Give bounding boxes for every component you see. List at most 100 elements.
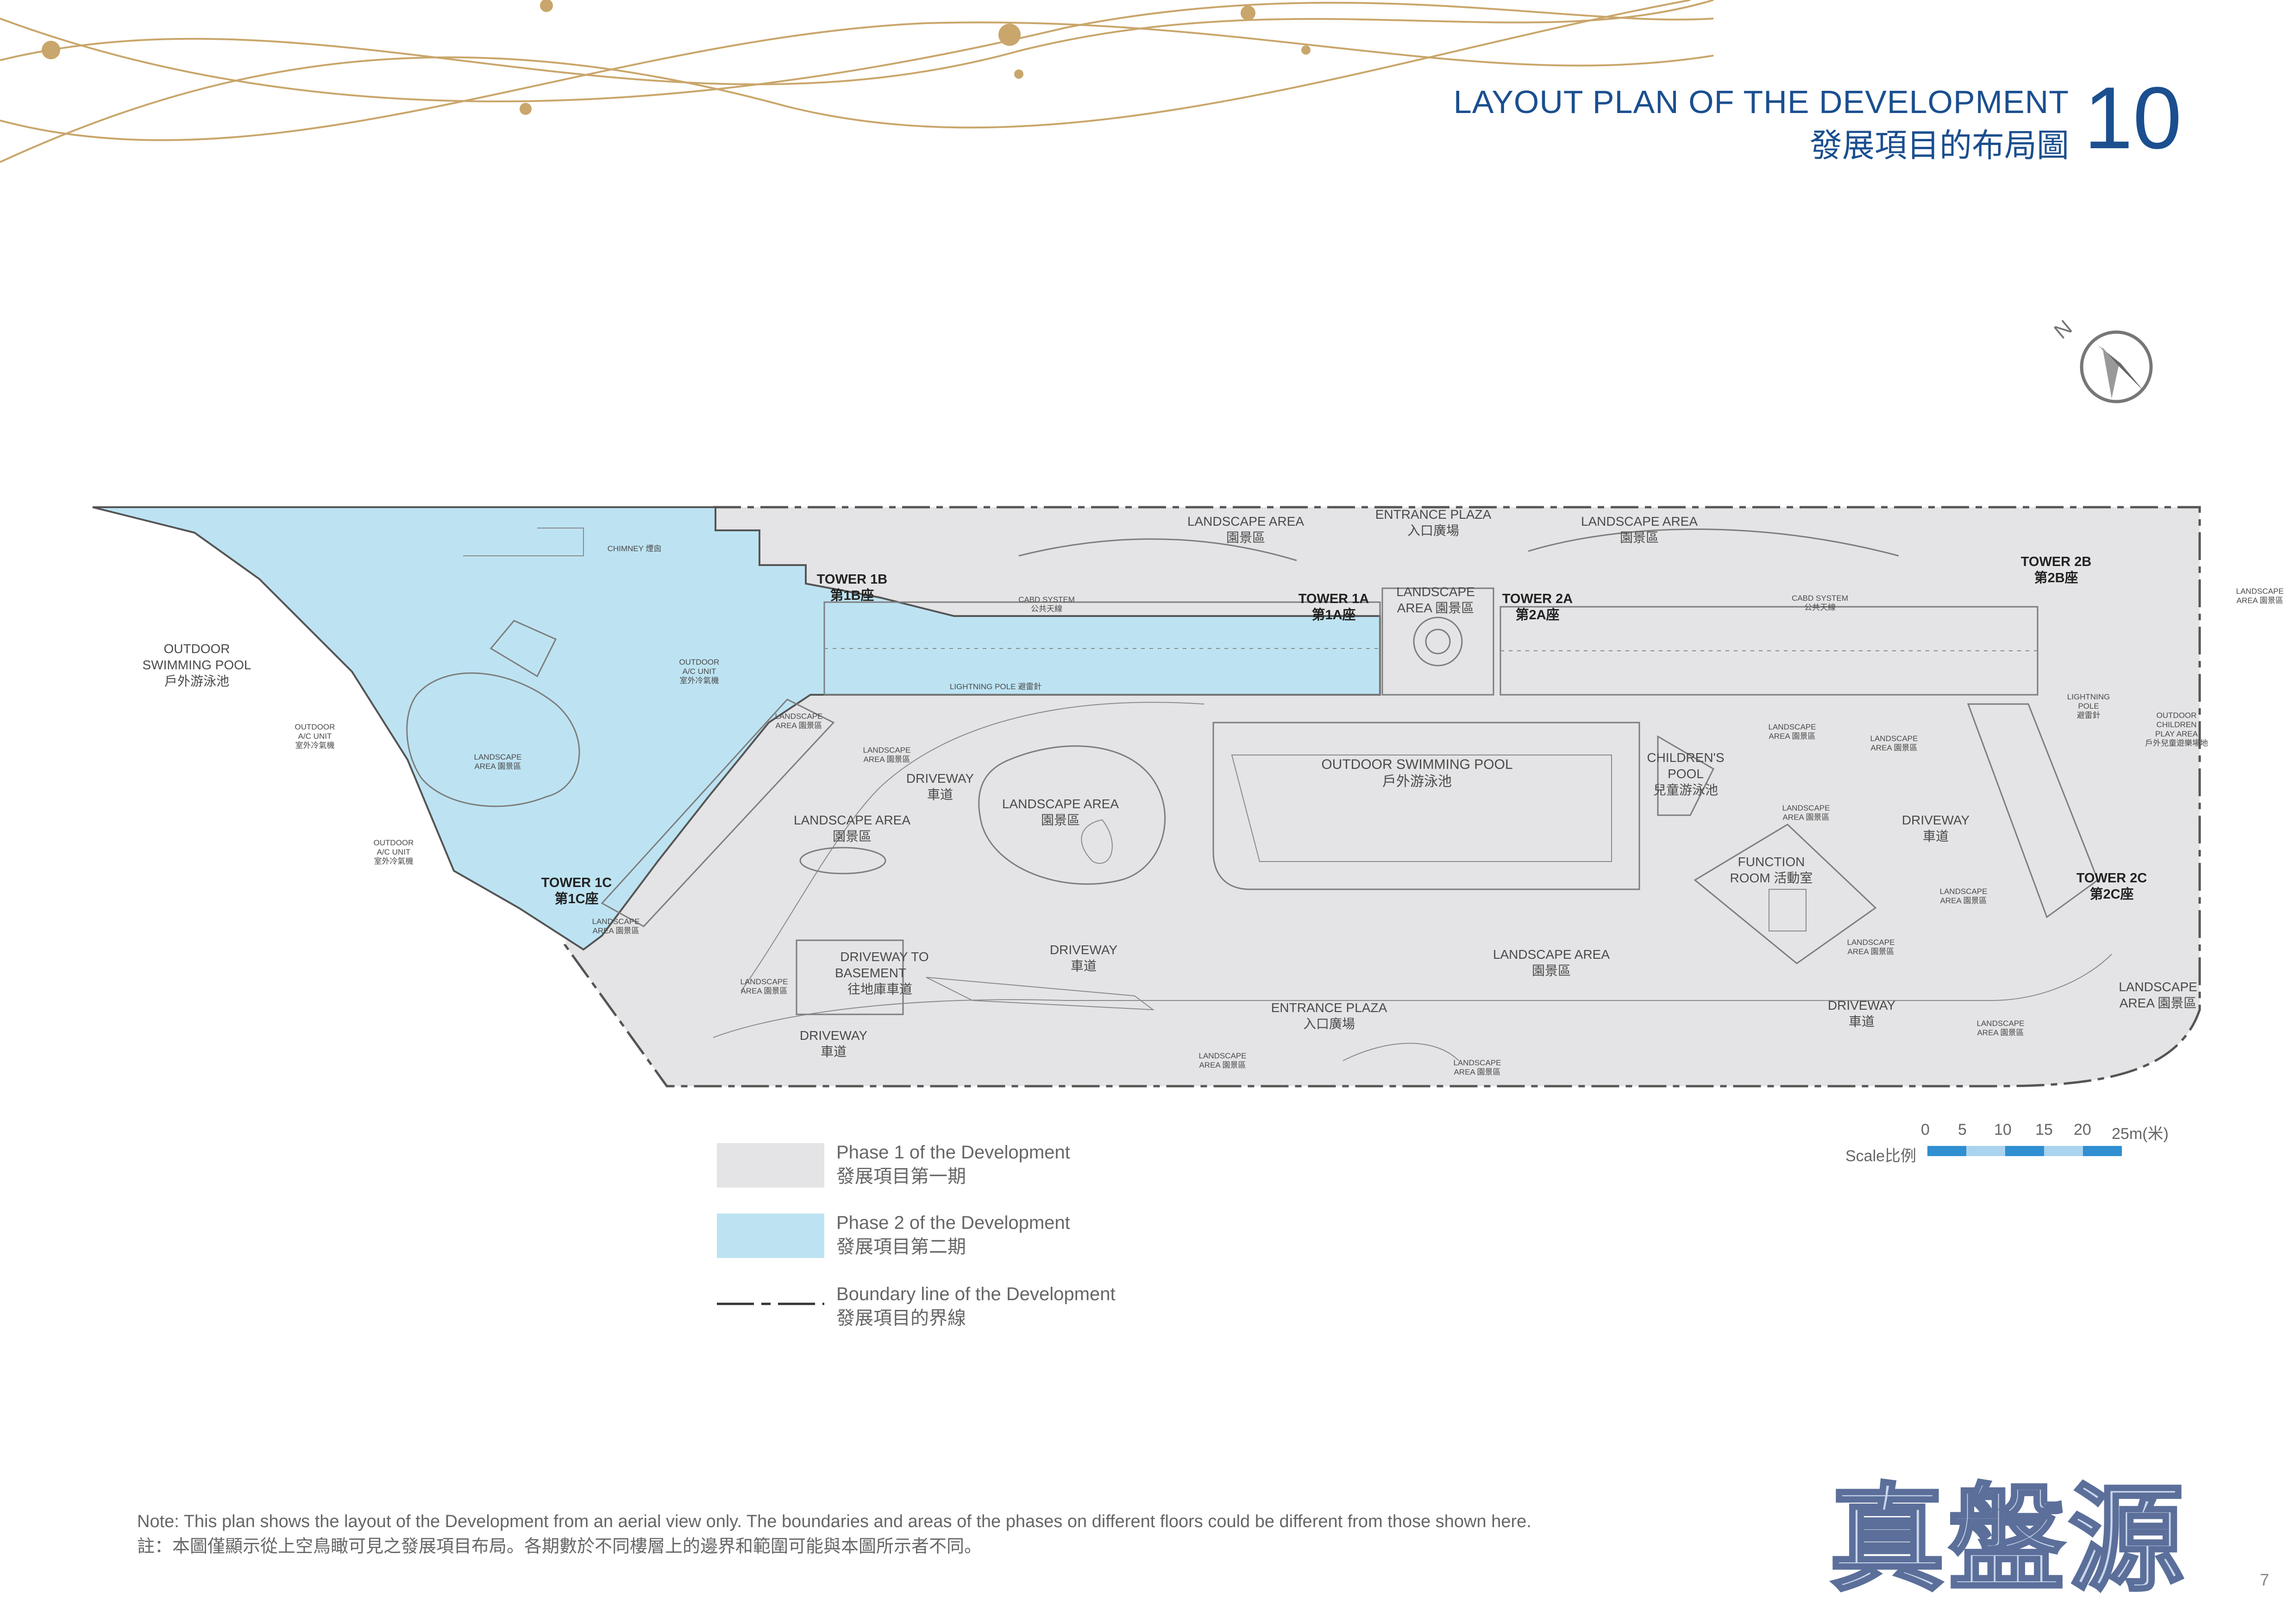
svg-text:車道: 車道 — [1849, 1014, 1875, 1029]
label-outdoor-ac-2: OUTDOOR — [374, 838, 414, 847]
legend-boundary-line-icon — [717, 1302, 824, 1305]
svg-text:AREA 園景區: AREA 園景區 — [1454, 1068, 1500, 1076]
label-tower-2c: TOWER 2C — [2076, 871, 2147, 886]
svg-text:AREA 園景區: AREA 園景區 — [775, 721, 822, 730]
scale-label: Scale比例 — [1845, 1147, 1917, 1165]
svg-text:N: N — [2049, 315, 2076, 343]
svg-text:AREA 園景區: AREA 園景區 — [1940, 896, 1987, 905]
legend-swatch-phase1 — [717, 1143, 824, 1188]
label-landscape-small-13: LANDSCAPE — [1977, 1019, 2025, 1028]
page-corner-number: 7 — [2260, 1570, 2270, 1589]
label-landscape-top-right: LANDSCAPE AREA — [1581, 514, 1698, 528]
label-children-play: OUTDOOR — [2157, 711, 2197, 720]
svg-text:POLE: POLE — [2078, 702, 2099, 711]
label-lightning-pole: LIGHTNING POLE 避雷針 — [950, 682, 1041, 691]
label-landscape-small-4: LANDSCAPE — [592, 917, 640, 926]
svg-text:PLAY AREA: PLAY AREA — [2155, 730, 2198, 738]
label-entrance-plaza-top: ENTRANCE PLAZA — [1375, 507, 1492, 522]
svg-text:戶外游泳池: 戶外游泳池 — [1382, 774, 1452, 789]
svg-text:A/C UNIT: A/C UNIT — [683, 667, 716, 676]
label-function-room: FUNCTION — [1738, 855, 1805, 869]
north-arrow-icon: N — [2049, 315, 2153, 403]
svg-text:SWIMMING POOL: SWIMMING POOL — [143, 658, 251, 672]
label-landscape-lower: LANDSCAPE AREA — [1493, 947, 1610, 962]
svg-text:公共天線: 公共天線 — [1804, 603, 1836, 612]
label-landscape-small-11: LANDSCAPE — [1940, 887, 1988, 896]
label-outdoor-ac-1: OUTDOOR — [295, 723, 335, 731]
svg-text:第1C座: 第1C座 — [554, 891, 598, 906]
label-landscape-mid: LANDSCAPE AREA — [1002, 797, 1119, 811]
label-tower-1b: TOWER 1B — [817, 572, 888, 587]
label-landscape-small-5: LANDSCAPE — [740, 977, 788, 986]
decorative-dots — [42, 0, 1311, 115]
footnote: Note: This plan shows the layout of the … — [137, 1512, 1531, 1556]
label-childrens-pool: CHILDREN'S — [1647, 750, 1724, 765]
label-cabd-1: CABD SYSTEM — [1018, 595, 1075, 604]
watermark-stamp: 真盤源 — [1828, 1471, 2188, 1608]
svg-text:車道: 車道 — [821, 1044, 847, 1059]
svg-text:往地庫車道: 往地庫車道 — [847, 982, 912, 996]
svg-text:AREA 園景區: AREA 園景區 — [1199, 1061, 1246, 1069]
label-lightning-pole-2: LIGHTNING — [2067, 692, 2110, 701]
svg-text:入口廣場: 入口廣場 — [1303, 1017, 1355, 1031]
svg-text:BASEMENT: BASEMENT — [835, 966, 906, 980]
label-landscape-small-1: LANDSCAPE — [474, 753, 522, 761]
svg-text:ROOM 活動室: ROOM 活動室 — [1730, 871, 1813, 885]
label-landscape-center: LANDSCAPE — [1396, 585, 1475, 599]
page-title-en: LAYOUT PLAN OF THE DEVELOPMENT — [1453, 84, 2069, 120]
svg-text:POOL: POOL — [1668, 767, 1704, 781]
svg-text:AREA 園景區: AREA 園景區 — [1769, 732, 1815, 741]
label-landscape-small-12: LANDSCAPE — [1847, 938, 1895, 947]
svg-text:避雷針: 避雷針 — [2077, 711, 2101, 720]
label-landscape-small-8: LANDSCAPE — [1769, 723, 1816, 731]
page-title-zh: 發展項目的布局圖 — [1810, 126, 2069, 164]
svg-text:AREA 園景區: AREA 園景區 — [2120, 996, 2196, 1010]
legend-swatch-phase2 — [717, 1214, 824, 1258]
label-driveway-3: DRIVEWAY — [1050, 943, 1118, 957]
svg-text:戶外兒童遊樂場地: 戶外兒童遊樂場地 — [2145, 739, 2208, 748]
label-outdoor-pool-left: OUTDOOR — [163, 642, 230, 656]
label-chimney: CHIMNEY 煙囪 — [608, 544, 662, 553]
label-driveway-5: DRIVEWAY — [800, 1028, 868, 1043]
label-driveway-2: DRIVEWAY — [1902, 813, 1970, 827]
svg-text:車道: 車道 — [1923, 829, 1949, 843]
label-outdoor-ac-3: OUTDOOR — [679, 658, 720, 667]
label-landscape-small-10: LANDSCAPE — [1782, 804, 1830, 812]
label-driveway-4: DRIVEWAY — [1828, 998, 1896, 1013]
decorative-wave — [0, 0, 1714, 163]
svg-text:車道: 車道 — [927, 787, 953, 802]
svg-text:CHILDREN: CHILDREN — [2157, 720, 2197, 729]
site-structures — [406, 528, 2112, 1061]
label-entrance-plaza-bottom: ENTRANCE PLAZA — [1271, 1000, 1387, 1015]
svg-text:AREA 園景區: AREA 園景區 — [863, 755, 910, 764]
scale-ruler — [1927, 1146, 2122, 1156]
svg-text:AREA 園景區: AREA 園景區 — [592, 926, 639, 935]
svg-text:第2C座: 第2C座 — [2089, 886, 2133, 902]
label-landscape-left: LANDSCAPE AREA — [794, 813, 910, 827]
svg-text:園景區: 園景區 — [1532, 963, 1571, 978]
svg-text:AREA 園景區: AREA 園景區 — [1397, 601, 1474, 615]
label-tower-2b: TOWER 2B — [2021, 554, 2092, 569]
phase-2-area — [92, 506, 1381, 951]
label-cabd-2: CABD SYSTEM — [1792, 594, 1848, 603]
svg-text:AREA 園景區: AREA 園景區 — [1847, 947, 1894, 956]
map-label-group: OUTDOOR SWIMMING POOL 戶外游泳池 CHIMNEY 煙囪 O… — [143, 507, 2284, 1076]
svg-text:室外冷氣機: 室外冷氣機 — [295, 741, 335, 750]
label-driveway-basement: DRIVEWAY TO — [840, 950, 928, 964]
svg-text:車道: 車道 — [1071, 959, 1097, 973]
svg-text:AREA 園景區: AREA 園景區 — [1870, 743, 1917, 752]
svg-text:AREA 園景區: AREA 園景區 — [740, 987, 787, 995]
svg-text:戶外游泳池: 戶外游泳池 — [164, 674, 229, 688]
label-driveway-1: DRIVEWAY — [906, 771, 974, 786]
svg-text:A/C UNIT: A/C UNIT — [377, 848, 411, 856]
svg-text:第2A座: 第2A座 — [1515, 607, 1559, 623]
label-tower-1c: TOWER 1C — [541, 875, 612, 890]
svg-text:園景區: 園景區 — [833, 829, 872, 843]
svg-text:兒童游泳池: 兒童游泳池 — [1653, 783, 1718, 797]
page-number: 10 — [2084, 69, 2182, 167]
svg-text:A/C UNIT: A/C UNIT — [298, 732, 332, 741]
